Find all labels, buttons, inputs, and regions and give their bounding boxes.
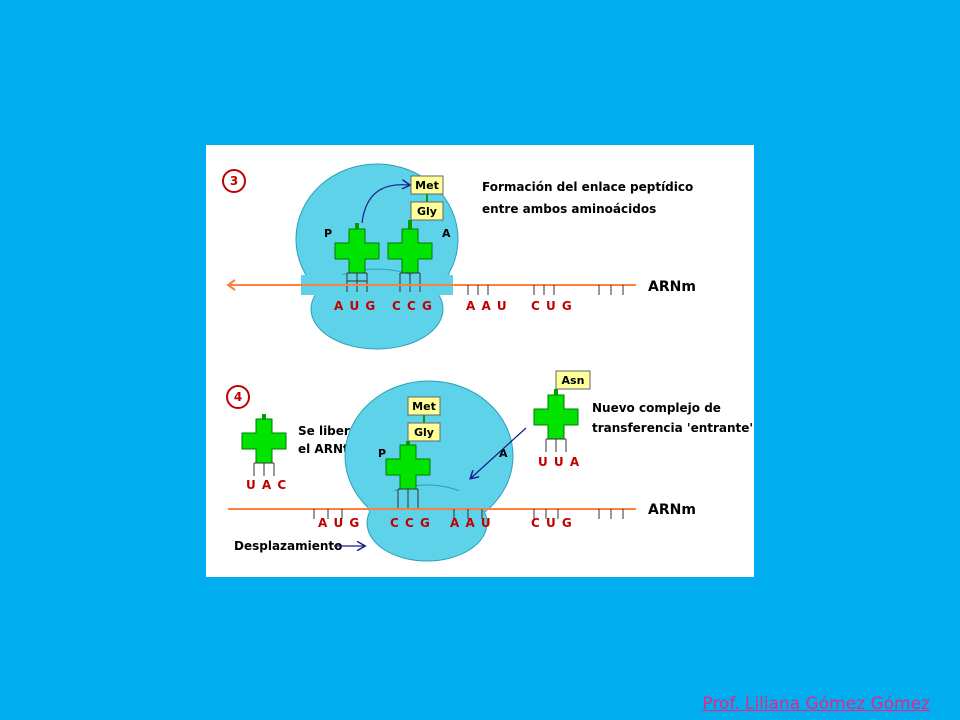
codon: C U G [531, 299, 573, 313]
released-trna [241, 414, 287, 476]
mrna-label: ARNm [648, 279, 696, 295]
mrna-strand [226, 279, 636, 295]
released-caption: Se libera [298, 424, 358, 438]
amino-acid-asn: Asn [555, 370, 591, 390]
peptide-transfer-arrow [361, 185, 409, 224]
trna-a-site [387, 220, 433, 292]
translation-diagram: 3 Met Gly [206, 145, 754, 577]
amino-acid-gly: Gly [410, 201, 444, 221]
svg-text:Gly: Gly [414, 426, 434, 439]
amino-acid-gly: Gly [407, 422, 441, 442]
peptide-bond-caption: Formación del enlace peptídico [482, 180, 693, 194]
step-4-number: 4 [234, 390, 242, 404]
codon: A U G [318, 516, 360, 530]
author-credit-link[interactable]: Prof. Liliana Gómez Gómez [702, 694, 930, 714]
codon: C C G [392, 299, 433, 313]
released-anticodon: U A C [246, 478, 287, 492]
peptide-bond-caption-2: entre ambos aminoácidos [482, 202, 656, 216]
incoming-caption: Nuevo complejo de [592, 401, 721, 415]
released-caption-2: el ARNt [298, 442, 349, 456]
incoming-caption-2: transferencia 'entrante' [592, 421, 753, 435]
mrna-strand [228, 508, 636, 519]
codon: C U G [531, 516, 573, 530]
trna-p-site [385, 441, 431, 508]
step-4-marker [226, 385, 250, 409]
svg-text:Met: Met [412, 400, 436, 413]
displacement-label: Desplazamiento [234, 539, 342, 553]
codon: A A U [466, 299, 508, 313]
trna-p-site [334, 223, 380, 292]
svg-text:Gly: Gly [417, 205, 437, 218]
amino-acid-met: Met [407, 396, 441, 416]
step-3-number: 3 [230, 174, 238, 188]
p-site-label: P [324, 227, 332, 240]
codon: A A U [450, 516, 492, 530]
amino-acid-met: Met [410, 175, 444, 195]
svg-text:Met: Met [415, 179, 439, 192]
step-3: 3 Met Gly [222, 163, 696, 350]
p-site-label: P [378, 447, 386, 460]
incoming-anticodon: U U A [538, 455, 580, 469]
mrna-label: ARNm [648, 502, 696, 518]
codon: C C G [390, 516, 431, 530]
a-site-label: A [442, 227, 451, 240]
incoming-trna [533, 389, 579, 452]
incoming-arrow [471, 427, 527, 478]
step-3-marker [222, 169, 246, 193]
codon: A U G [334, 299, 376, 313]
svg-text:Asn: Asn [562, 374, 585, 387]
a-site-label: A [499, 447, 508, 460]
step-4: 4 U A C Se libera el ARNt Met Gly [226, 370, 753, 562]
